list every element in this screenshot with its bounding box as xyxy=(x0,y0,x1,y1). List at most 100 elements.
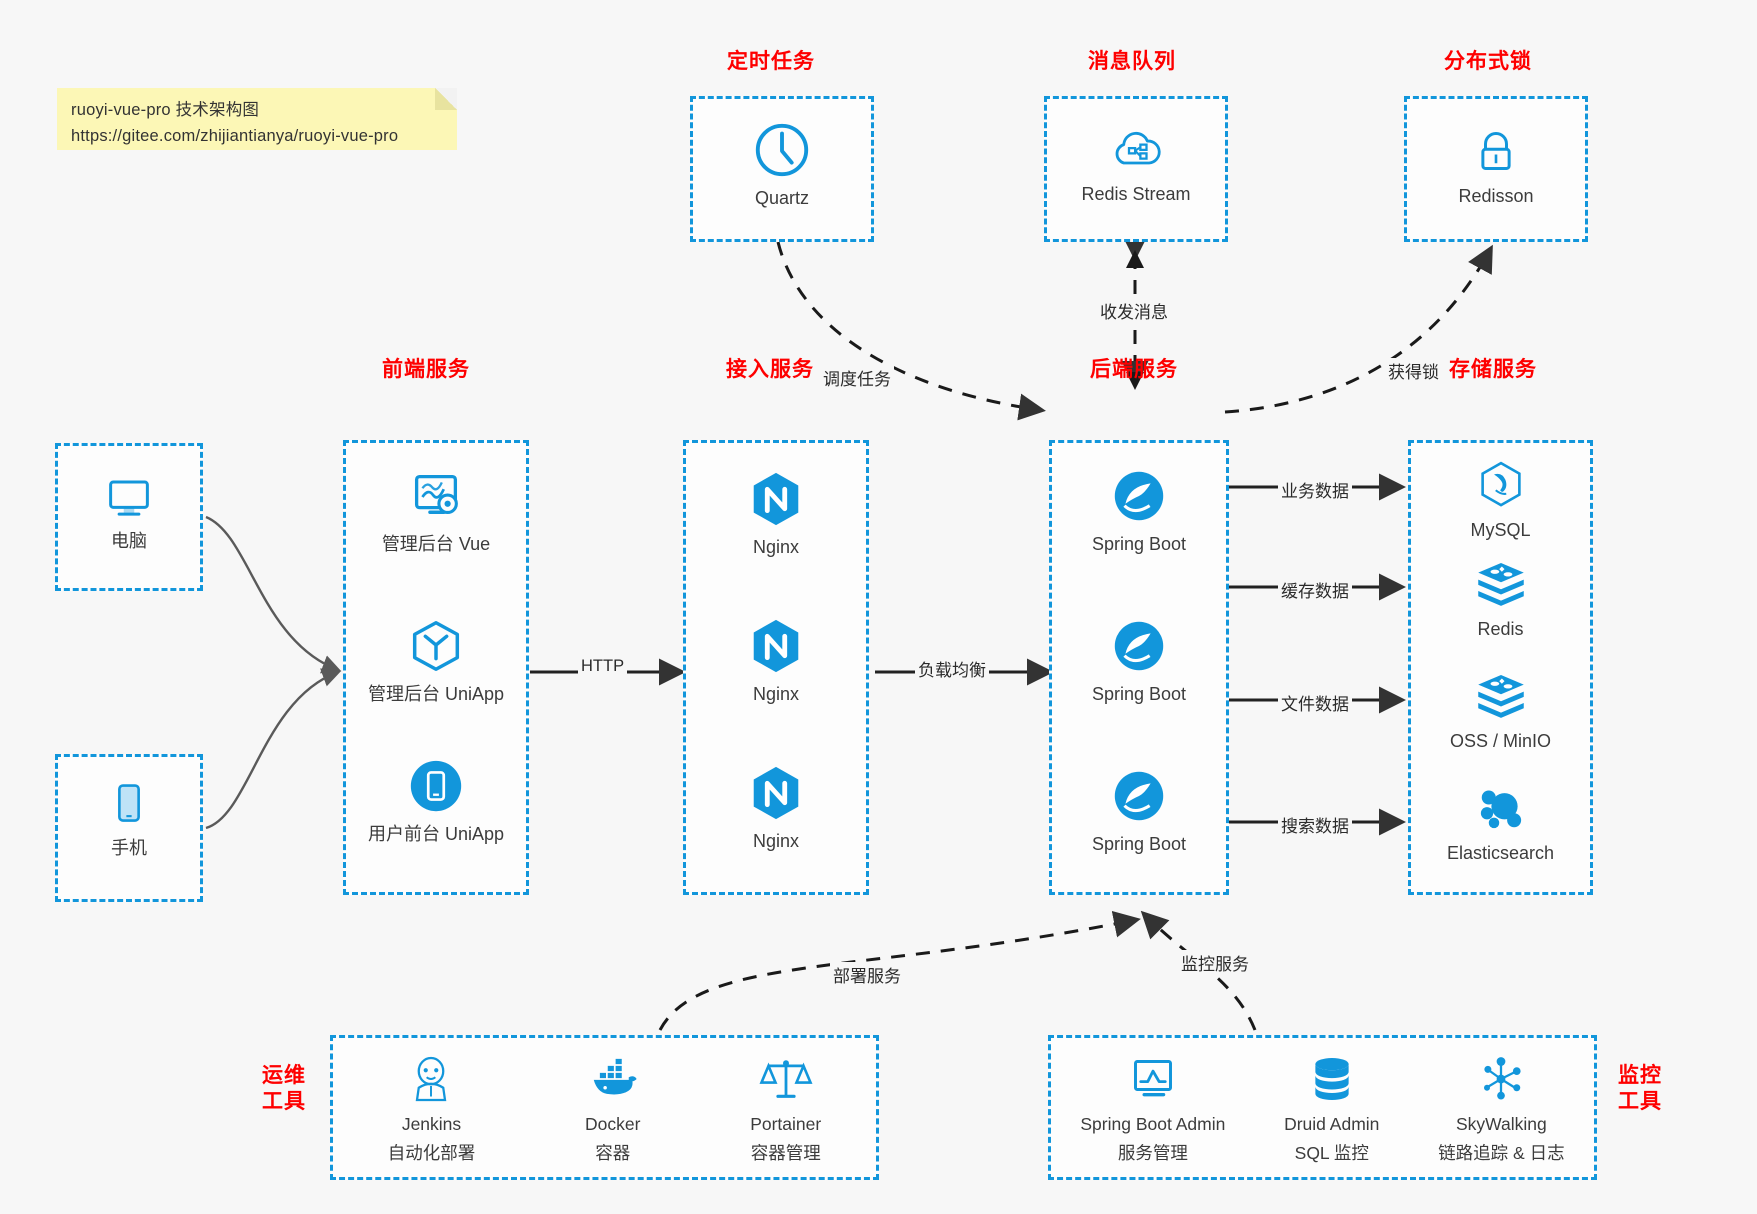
group-title-gateway: 接入服务 xyxy=(726,358,814,381)
node-label: Elasticsearch xyxy=(1446,843,1555,863)
node-sublabel: 容器 xyxy=(595,1142,631,1163)
desktop-icon xyxy=(109,480,149,516)
node-mobile[interactable]: 手机 xyxy=(58,775,200,860)
node-label: Spring Boot xyxy=(1091,534,1187,554)
node-label: 电脑 xyxy=(111,531,147,551)
edge-label-schedule-task: 调度任务 xyxy=(820,365,894,390)
node-label: Nginx xyxy=(752,537,800,557)
node-label: Spring Boot xyxy=(1091,684,1187,704)
node-portainer[interactable]: Portainer 容器管理 xyxy=(750,1051,821,1165)
node-redis[interactable]: Redis xyxy=(1411,556,1590,641)
note-title: ruoyi-vue-pro 技术架构图 xyxy=(71,101,260,119)
nginx-icon xyxy=(753,766,799,820)
node-docker[interactable]: Docker 容器 xyxy=(585,1051,641,1165)
node-label: 手机 xyxy=(111,838,147,858)
group-box-scheduler: Quartz xyxy=(690,96,874,242)
node-nginx-3[interactable]: Nginx xyxy=(686,762,866,853)
elasticsearch-icon xyxy=(1480,790,1521,829)
node-druid-admin[interactable]: Druid Admin SQL 监控 xyxy=(1284,1051,1379,1165)
node-admin-uniapp[interactable]: 管理后台 UniApp xyxy=(346,615,526,706)
group-title-devops-line1: 运维 xyxy=(262,1064,306,1087)
node-label: Spring Boot xyxy=(1091,834,1187,854)
node-label: Spring Boot Admin xyxy=(1080,1113,1226,1134)
uniapp-cube-icon xyxy=(412,621,460,671)
redis-icon xyxy=(1477,563,1524,606)
note-url: https://gitee.com/zhijiantianya/ruoyi-vu… xyxy=(71,126,399,145)
node-sublabel: 自动化部署 xyxy=(387,1142,476,1163)
node-label: Druid Admin xyxy=(1284,1113,1380,1134)
node-spring-boot-admin[interactable]: Spring Boot Admin 服务管理 xyxy=(1080,1051,1225,1165)
docker-icon xyxy=(593,1058,637,1095)
node-spring-boot-1[interactable]: Spring Boot xyxy=(1052,465,1226,556)
group-title-backend: 后端服务 xyxy=(1090,358,1178,381)
node-label: Redisson xyxy=(1458,186,1534,206)
nginx-icon xyxy=(753,472,799,526)
edge-label-deploy-service: 部署服务 xyxy=(830,962,904,987)
node-quartz[interactable]: Quartz xyxy=(693,119,871,210)
mobile-app-icon xyxy=(410,760,462,812)
node-admin-vue[interactable]: 管理后台 Vue xyxy=(346,465,526,556)
dashboard-vue-icon xyxy=(414,474,458,515)
group-title-mq: 消息队列 xyxy=(1088,50,1176,73)
node-label: Quartz xyxy=(754,188,810,208)
portainer-scale-icon xyxy=(759,1060,813,1098)
node-mysql[interactable]: MySQL xyxy=(1411,457,1590,542)
node-jenkins[interactable]: Jenkins 自动化部署 xyxy=(387,1051,476,1165)
group-box-devops: Jenkins 自动化部署 Docker 容器 xyxy=(330,1035,879,1180)
group-title-lock: 分布式锁 xyxy=(1444,50,1532,73)
monitor-chart-icon xyxy=(1133,1059,1172,1097)
nginx-icon xyxy=(753,619,799,673)
group-box-gateway: Nginx Nginx Nginx xyxy=(683,440,869,895)
node-label: Jenkins xyxy=(401,1113,462,1134)
node-redis-stream[interactable]: Redis Stream xyxy=(1047,121,1225,206)
node-spring-boot-2[interactable]: Spring Boot xyxy=(1052,615,1226,706)
spring-boot-icon xyxy=(1114,621,1164,671)
group-box-frontend: 管理后台 Vue 管理后台 UniApp 用户前台 UniApp xyxy=(343,440,529,895)
edge-label-http: HTTP xyxy=(578,657,628,676)
node-elasticsearch[interactable]: Elasticsearch xyxy=(1411,780,1590,865)
node-sublabel: SQL 监控 xyxy=(1294,1142,1369,1163)
database-icon xyxy=(1315,1057,1349,1100)
edge-label-search-data: 搜索数据 xyxy=(1278,812,1352,837)
group-box-storage: MySQL Redis OSS / MinIO xyxy=(1408,440,1593,895)
group-box-client-mobile: 手机 xyxy=(55,754,203,902)
node-skywalking[interactable]: SkyWalking 链路追踪 & 日志 xyxy=(1438,1051,1565,1165)
node-spring-boot-3[interactable]: Spring Boot xyxy=(1052,765,1226,856)
group-title-monitor-line1: 监控 xyxy=(1618,1064,1662,1087)
node-nginx-1[interactable]: Nginx xyxy=(686,468,866,559)
node-oss-minio[interactable]: OSS / MinIO xyxy=(1411,668,1590,753)
group-box-client-desktop: 电脑 xyxy=(55,443,203,591)
mobile-icon xyxy=(118,784,140,822)
node-label: 管理后台 Vue xyxy=(381,534,491,554)
group-box-lock: Redisson xyxy=(1404,96,1588,242)
cloud-stream-icon xyxy=(1115,131,1161,165)
node-label: SkyWalking xyxy=(1456,1113,1547,1134)
node-desktop[interactable]: 电脑 xyxy=(58,468,200,553)
group-title-scheduler: 定时任务 xyxy=(727,50,815,73)
node-nginx-2[interactable]: Nginx xyxy=(686,615,866,706)
jenkins-icon xyxy=(416,1056,447,1101)
note-fold-corner xyxy=(435,88,457,110)
group-title-devops-line2: 工具 xyxy=(262,1089,306,1113)
node-user-uniapp[interactable]: 用户前台 UniApp xyxy=(346,755,526,846)
node-label: Redis Stream xyxy=(1081,184,1191,204)
edge-label-monitor-service: 监控服务 xyxy=(1178,950,1252,975)
group-box-mq: Redis Stream xyxy=(1044,96,1228,242)
redis-icon xyxy=(1477,675,1524,718)
edge-label-business-data: 业务数据 xyxy=(1278,477,1352,502)
edge-label-file-data: 文件数据 xyxy=(1278,690,1352,715)
group-box-backend: Spring Boot Spring Boot Spring Boot xyxy=(1049,440,1229,895)
group-title-storage: 存储服务 xyxy=(1449,358,1537,381)
node-label: 用户前台 UniApp xyxy=(367,824,505,844)
edge-label-send-receive-message: 收发消息 xyxy=(1097,298,1171,323)
node-label: MySQL xyxy=(1470,520,1531,540)
node-redisson[interactable]: Redisson xyxy=(1407,123,1585,208)
diagram-note: ruoyi-vue-pro 技术架构图 https://gitee.com/zh… xyxy=(57,88,457,150)
group-box-monitor: Spring Boot Admin 服务管理 Druid Admin SQL 监… xyxy=(1048,1035,1597,1180)
node-label: OSS / MinIO xyxy=(1449,731,1552,751)
node-label: Docker xyxy=(585,1113,641,1134)
edge-label-cache-data: 缓存数据 xyxy=(1278,577,1352,602)
group-title-monitor: 监控 工具 xyxy=(1618,1063,1662,1114)
group-title-frontend: 前端服务 xyxy=(382,358,470,381)
node-label: 管理后台 UniApp xyxy=(367,684,505,704)
